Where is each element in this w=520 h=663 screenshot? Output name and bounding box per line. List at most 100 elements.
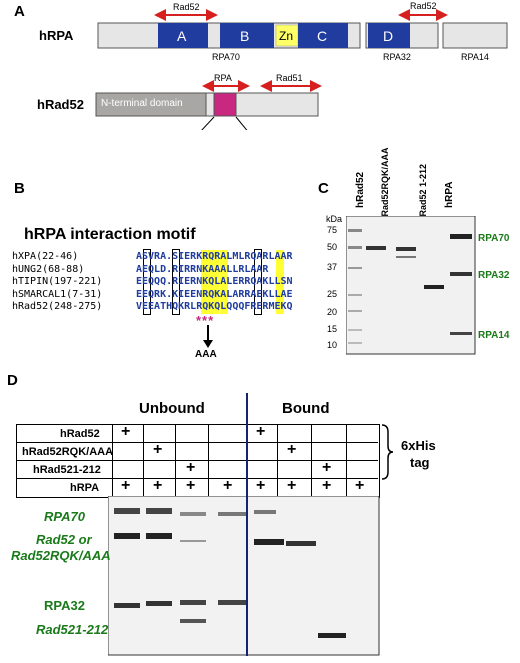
marker-50: 50 bbox=[327, 242, 338, 252]
lane-label-hrad52-rqk: hRad52RQK/AAA bbox=[380, 147, 390, 222]
gel-band bbox=[366, 246, 386, 250]
marker-37: 37 bbox=[327, 262, 338, 272]
unbound-label: Unbound bbox=[139, 400, 205, 417]
domain-a-box bbox=[158, 23, 208, 48]
seq-name: hUNG2(68-88) bbox=[12, 263, 85, 275]
alignment-sequences: ASVRA.SIERKRQRALMLRQARLAAR AEQLD.RIRRNKA… bbox=[136, 251, 293, 314]
motif-box bbox=[254, 249, 262, 315]
gel-band bbox=[180, 600, 206, 605]
gel-band bbox=[450, 332, 472, 335]
gel-c bbox=[346, 216, 476, 355]
gel-band bbox=[348, 246, 362, 249]
gel-band bbox=[180, 540, 206, 542]
seq-row: EEQQQ.RIERNKQLALERRQAKLLSN bbox=[136, 276, 293, 287]
plus-mark: + bbox=[223, 477, 233, 494]
gel-band bbox=[348, 294, 362, 296]
panel-c-label: C bbox=[318, 180, 329, 197]
domain-c-label: C bbox=[317, 28, 328, 44]
seq-name: hXPA(22-46) bbox=[12, 251, 79, 262]
unbound-bound-divider-top bbox=[246, 393, 248, 498]
plus-mark: + bbox=[355, 477, 365, 494]
lane-label-hrpa: hRPA bbox=[444, 181, 455, 208]
plus-mark: + bbox=[186, 459, 196, 476]
his-tag-brace bbox=[381, 424, 394, 480]
motif-box bbox=[143, 249, 151, 315]
rad52-arrow-label-1: Rad52 bbox=[173, 2, 200, 12]
gel-band bbox=[218, 512, 246, 516]
gel-band bbox=[318, 633, 346, 638]
gel-band bbox=[114, 508, 140, 514]
bound-label: Bound bbox=[282, 400, 330, 417]
table-col-divider bbox=[346, 424, 347, 496]
seq-row: VEEATHQKRLRQKQLQQQFRERMEKQ bbox=[136, 301, 293, 312]
hrpa-label: hRPA bbox=[39, 28, 74, 43]
highlight-column bbox=[220, 250, 228, 314]
seq-row: ASVRA.SIERKRQRALMLRQARLAAR bbox=[136, 251, 293, 262]
plus-mark: + bbox=[322, 477, 332, 494]
rpa14-label: RPA14 bbox=[461, 52, 489, 62]
panel-a-label: A bbox=[14, 3, 25, 20]
nterm-domain-box bbox=[95, 92, 207, 117]
row-label-hrpa: hRPA bbox=[70, 482, 100, 494]
domain-d-label: D bbox=[383, 28, 394, 44]
gel-band bbox=[348, 310, 362, 312]
gel-band bbox=[286, 541, 316, 546]
gel-band bbox=[348, 229, 362, 232]
seq-name: hTIPIN(197-221) bbox=[12, 276, 103, 287]
gel-label-rpa32: RPA32 bbox=[44, 598, 85, 613]
seq-name: hRad52(248-275) bbox=[12, 301, 103, 312]
table-col-divider bbox=[208, 424, 209, 496]
his-tag-label-2: tag bbox=[410, 455, 430, 470]
highlight-column bbox=[276, 250, 284, 314]
motif-title: hRPA interaction motif bbox=[24, 226, 196, 243]
marker-15: 15 bbox=[327, 324, 338, 334]
row-label-hrad52-1-212: hRad521-212 bbox=[33, 464, 101, 476]
marker-10: 10 bbox=[327, 340, 338, 350]
table-col-divider bbox=[277, 424, 278, 496]
mutation-arrow bbox=[203, 325, 213, 348]
gel-label-rad52rqk: Rad52RQK/AAA bbox=[11, 548, 111, 563]
gel-band bbox=[146, 533, 172, 539]
plus-mark: + bbox=[153, 477, 163, 494]
zoom-line-right bbox=[235, 116, 248, 130]
panel-d-label: D bbox=[7, 372, 18, 389]
gel-band bbox=[146, 601, 172, 606]
panel-a-diagram bbox=[95, 9, 508, 130]
rpa-binding-box bbox=[213, 92, 237, 117]
hrad52-label: hRad52 bbox=[37, 97, 84, 112]
plus-mark: + bbox=[287, 441, 297, 458]
nterm-label: N-terminal domain bbox=[101, 98, 183, 109]
gel-band bbox=[254, 510, 276, 514]
kda-label: kDa bbox=[326, 214, 343, 224]
gel-band bbox=[114, 603, 140, 608]
marker-20: 20 bbox=[327, 307, 338, 317]
rpa32-label: RPA32 bbox=[383, 52, 411, 62]
mutation-label: AAA bbox=[195, 349, 217, 360]
gel-band bbox=[450, 234, 472, 239]
plus-mark: + bbox=[121, 477, 131, 494]
rad52-arrow-label-2: Rad52 bbox=[410, 1, 437, 11]
domain-d-box bbox=[368, 23, 410, 48]
marker-75: 75 bbox=[327, 225, 338, 235]
domain-b-label: B bbox=[240, 28, 250, 44]
zoom-line-left bbox=[201, 116, 215, 130]
plus-mark: + bbox=[287, 477, 297, 494]
gel-band bbox=[396, 256, 416, 258]
mutation-stars: *** bbox=[196, 313, 215, 328]
seq-row: AEQLD.RIRRNKAAALLRLAAR bbox=[136, 263, 269, 275]
row-label-hrad52: hRad52 bbox=[60, 428, 100, 440]
motif-box bbox=[172, 249, 180, 315]
table-col-divider bbox=[143, 424, 144, 496]
row-label-hrad52-rqk: hRad52RQK/AAA bbox=[22, 446, 114, 458]
plus-mark: + bbox=[322, 459, 332, 476]
rpa14-bar bbox=[442, 22, 508, 49]
panel-b-label: B bbox=[14, 180, 25, 197]
lane-label-hrad52-1-212: hRad52 1-212 bbox=[418, 163, 428, 222]
gel-label-rad52-or: Rad52 or bbox=[36, 532, 92, 547]
lane-label-hrad52: hRad52 bbox=[355, 171, 366, 208]
rad51-arrow-label: Rad51 bbox=[276, 73, 303, 83]
plus-mark: + bbox=[256, 423, 266, 440]
table-row-divider bbox=[16, 478, 378, 479]
marker-25: 25 bbox=[327, 289, 338, 299]
gel-band bbox=[450, 272, 472, 276]
